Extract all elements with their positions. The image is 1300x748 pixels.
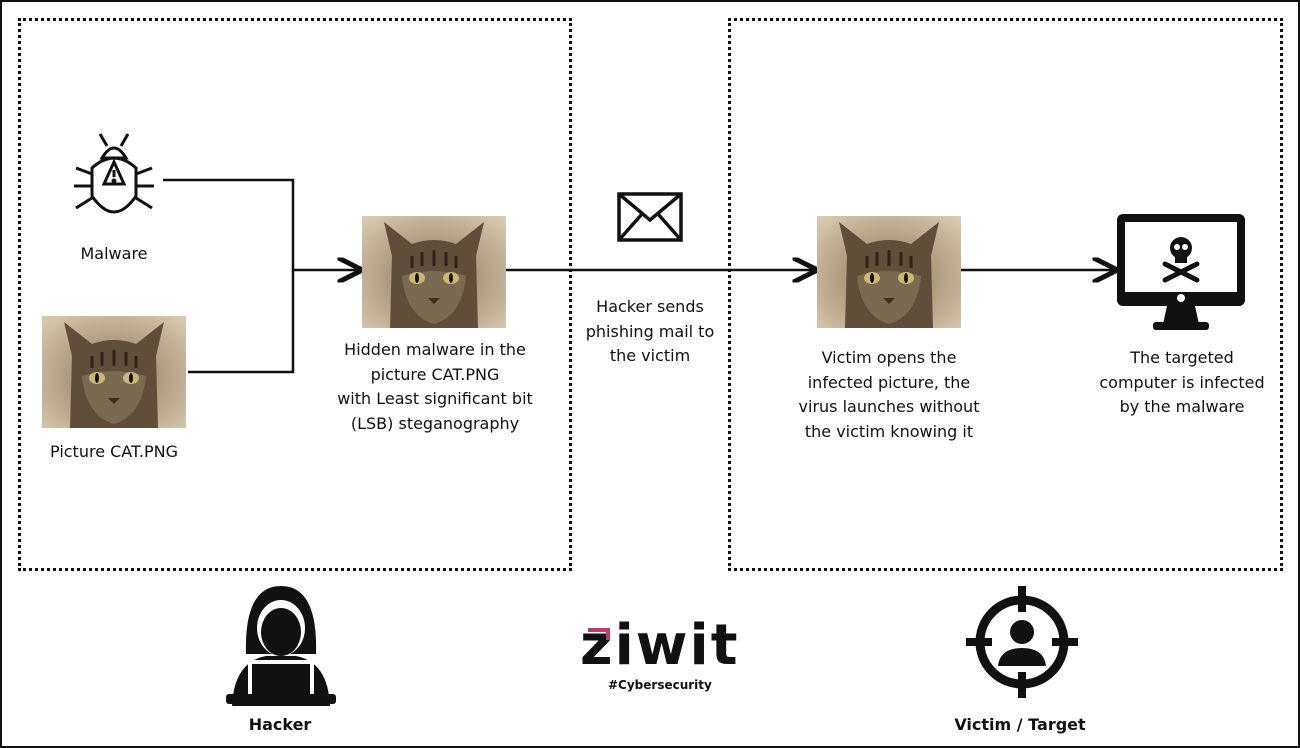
infected-caption: The targeted computer is infected by the…	[1099, 346, 1264, 420]
caption-line: the victim	[609, 346, 691, 365]
caption-line: infected picture, the	[807, 372, 971, 392]
ziwit-logo: ziwit #Cybersecurity	[580, 618, 750, 694]
caption-line: Victim opens the	[821, 348, 957, 367]
logo-tagline: #Cybersecurity	[608, 678, 712, 692]
infected-monitor-icon	[1117, 214, 1245, 330]
picture-label: Picture CAT.PNG	[50, 442, 178, 461]
caption-line: with Least significant bit	[337, 389, 533, 408]
hacker-icon	[226, 586, 336, 706]
caption-line: by the malware	[1119, 397, 1245, 416]
hacker-label: Hacker	[248, 715, 312, 734]
hacker-zone	[18, 18, 572, 571]
caption-line: picture CAT.PNG	[370, 364, 500, 384]
caption-line: The targeted	[1130, 348, 1234, 367]
envelope-icon	[617, 192, 683, 242]
caption-line: computer is infected	[1099, 372, 1265, 392]
caption-line: (LSB) steganography	[350, 413, 520, 433]
caption-line: virus launches without	[798, 397, 980, 416]
phishing-caption: Hacker sends phishing mail to the victim	[586, 295, 714, 369]
malware-bug-icon	[74, 133, 154, 214]
caption-line: Hacker sends	[596, 297, 704, 316]
caption-line: the victim knowing it	[804, 421, 974, 441]
victim-target-icon	[966, 586, 1078, 698]
malware-connector	[163, 178, 295, 374]
cat-picture-infected	[362, 216, 506, 328]
logo-wordmark: ziwit	[580, 613, 740, 678]
hidden-malware-caption: Hidden malware in the picture CAT.PNG wi…	[337, 338, 533, 436]
cat-picture-received	[817, 216, 961, 328]
caption-line: Hidden malware in the	[344, 340, 526, 359]
victim-label: Victim / Target	[954, 715, 1086, 734]
malware-label: Malware	[80, 244, 148, 263]
victim-opens-caption: Victim opens the infected picture, the v…	[799, 346, 980, 444]
cat-picture-original	[42, 316, 186, 428]
victim-zone	[728, 18, 1283, 571]
logo-accent	[588, 628, 610, 640]
caption-line: phishing mail to	[585, 321, 715, 341]
